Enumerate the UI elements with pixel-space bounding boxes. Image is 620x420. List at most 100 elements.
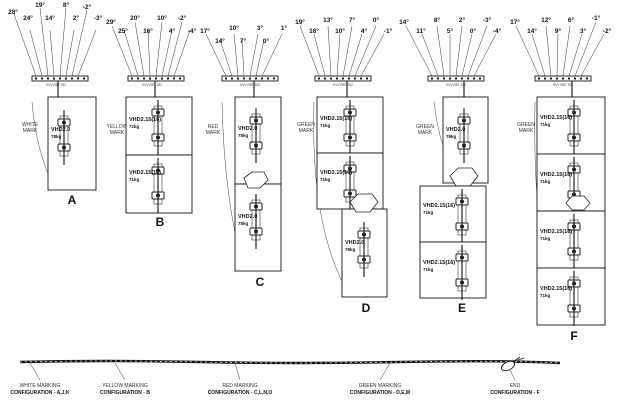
module-name: VHD2.0 — [446, 127, 465, 133]
angle-label: 5° — [447, 27, 454, 35]
bar-label: KVV RBT 252 — [553, 83, 573, 87]
angle-label: 7° — [240, 37, 247, 45]
speaker-module: VHD2.15(16) 71kg — [125, 154, 193, 214]
angle-label: 14° — [399, 18, 409, 26]
module-weight: 71kg — [423, 267, 434, 272]
angle-label: 8° — [63, 1, 70, 9]
speaker-module: VHD2.15(16) 71kg — [536, 267, 606, 327]
angle-label: 17° — [510, 18, 520, 26]
module-name: VHD2.15(16) — [320, 116, 352, 122]
legend-config: CONFIGURATION - B — [100, 390, 150, 396]
angle-label: 0° — [373, 16, 380, 24]
module-weight: 71kg — [540, 293, 551, 298]
angle-label: 19° — [295, 18, 305, 26]
angle-label: 9° — [555, 27, 562, 35]
fly-bar — [127, 75, 185, 82]
bar-label: KVV RBT 252 — [333, 83, 353, 87]
module-name: VHD2.0 — [238, 126, 257, 132]
module-name: VHD2.0 — [51, 127, 70, 133]
speaker-module: VHD2.15(16) 71kg — [419, 241, 487, 301]
angle-label: 0° — [263, 37, 270, 45]
angle-label: 3° — [580, 27, 587, 35]
angle-label: 10° — [157, 14, 167, 22]
module-name: VHD2.15(16) — [540, 115, 572, 121]
legend-line: RED MARKING — [222, 383, 257, 389]
module-weight: 71kg — [423, 210, 434, 215]
marking-label: RED — [208, 124, 219, 130]
module-name: VHD2.15(16) — [129, 117, 161, 123]
module-weight: 71kg — [540, 236, 551, 241]
angle-label: 3° — [257, 24, 264, 32]
fly-bar — [221, 75, 279, 82]
angle-label: 24° — [23, 14, 33, 22]
config-letter: A — [68, 193, 77, 207]
angle-label: -3° — [483, 16, 492, 24]
angle-label: -1° — [592, 14, 601, 22]
fly-bar — [31, 75, 89, 82]
marking-label: MARK — [206, 130, 221, 136]
angle-label: 16° — [143, 27, 153, 35]
angle-lines — [111, 21, 191, 77]
angle-label: -2° — [178, 14, 187, 22]
angle-label: 14° — [215, 37, 225, 45]
rigging-plate — [565, 195, 591, 211]
angle-lines — [13, 7, 97, 77]
module-weight: 71kg — [320, 123, 331, 128]
angle-lines — [515, 21, 605, 77]
marking-label: GREEN — [517, 122, 535, 128]
angle-label: 29° — [106, 18, 116, 26]
legend-config: CONFIGURATION - A,J,K — [11, 390, 70, 396]
angle-label: 6° — [568, 16, 575, 24]
module-name: VHD2.15(16) — [540, 229, 572, 235]
angle-lines — [299, 25, 385, 77]
module-name: VHD2.15(16) — [540, 172, 572, 178]
module-weight: 71kg — [540, 179, 551, 184]
bar-label: KVV RBT 252 — [240, 83, 260, 87]
bar-label: KVV RBT 252 — [46, 83, 66, 87]
angle-label: 4° — [169, 27, 176, 35]
marking-label: MARK — [418, 130, 433, 136]
marking-label: MARK — [299, 128, 314, 134]
angle-label: 2° — [73, 14, 80, 22]
marking-legend: WHITE MARKING CONFIGURATION - A,J,K YELL… — [11, 356, 561, 396]
speaker-module: VHD2.15(16) 71kg — [536, 96, 606, 156]
bar-label: KVV RBT 252 — [446, 83, 466, 87]
angle-lines — [405, 25, 497, 77]
marking-label: WHITE — [22, 122, 39, 128]
marking-label: GREEN — [416, 124, 434, 130]
angle-label: 10° — [229, 24, 239, 32]
config-letter: E — [458, 301, 466, 315]
angle-label: 14° — [527, 27, 537, 35]
angle-label: 0° — [470, 27, 477, 35]
angle-label: 19° — [35, 1, 45, 9]
config-letter: D — [362, 301, 371, 315]
module-name: VHD2.0 — [238, 214, 257, 220]
fly-bar — [314, 75, 372, 82]
angle-label: -1° — [384, 27, 393, 35]
angle-label: 8° — [434, 16, 441, 24]
angle-label: 7° — [349, 16, 356, 24]
marking-label: MARK — [110, 130, 125, 136]
angle-label: 28° — [8, 8, 18, 16]
module-weight: 71kg — [129, 177, 140, 182]
speaker-module: VHD2.15(16) 71kg — [536, 210, 606, 270]
module-name: VHD2.15(16) — [540, 286, 572, 292]
bar-label: KVV RBT 252 — [142, 83, 162, 87]
config-d: KVV RBT 252 19° 13° 7° 0° 16° 10° 4° -1°… — [295, 16, 393, 315]
config-b: KVV RBT 252 29° 20° 10° -2° 25° 16° 4° -… — [106, 14, 197, 229]
marking-label: MARK — [23, 128, 38, 134]
module-weight: 78kg — [238, 133, 249, 138]
angle-label: 16° — [309, 27, 319, 35]
legend-line: END — [510, 383, 521, 389]
module-name: VHD2.0 — [345, 240, 364, 246]
module-name: VHD2.15(16) — [320, 170, 352, 176]
marking-label: GREEN — [297, 122, 315, 128]
speaker-module: VHD2.0 78kg — [234, 171, 282, 272]
angle-label: 14° — [45, 14, 55, 22]
angle-label: 10° — [335, 27, 345, 35]
legend-config: CONFIGURATION - C,L,N,O — [208, 390, 273, 396]
angle-label: -3° — [94, 14, 103, 22]
angle-label: -4° — [188, 27, 197, 35]
